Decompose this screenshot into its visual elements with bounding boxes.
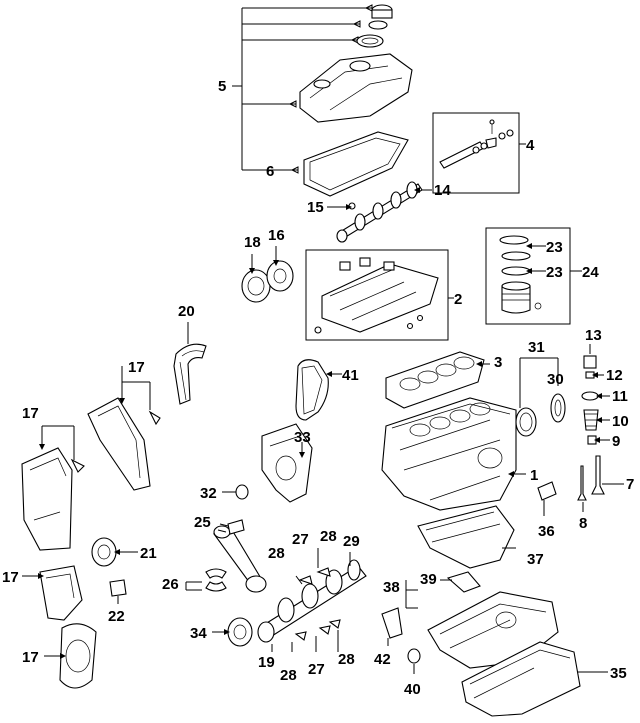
timing-cover-bottom: 17 xyxy=(22,623,97,689)
callout-17b: 17 xyxy=(22,405,39,422)
callout-7: 7 xyxy=(626,476,634,493)
timing-cover-middle: 17 xyxy=(21,405,85,551)
callout-41: 41 xyxy=(342,367,359,384)
callout-34: 34 xyxy=(190,625,207,642)
callout-25: 25 xyxy=(194,514,211,531)
rear-seal-group: 31 30 xyxy=(515,339,566,437)
piston-rings-box: 23 23 24 xyxy=(485,227,599,325)
callout-38: 38 xyxy=(383,579,400,596)
callout-20: 20 xyxy=(178,303,195,320)
tensioner-group: 21 22 xyxy=(91,537,157,625)
callout-29: 29 xyxy=(343,533,360,550)
callout-23a: 23 xyxy=(546,239,563,256)
callout-37: 37 xyxy=(527,551,544,568)
callout-28b: 28 xyxy=(320,528,337,545)
callout-32: 32 xyxy=(200,485,217,502)
callout-19: 19 xyxy=(258,654,275,671)
timing-cover-lower: 17 xyxy=(2,565,83,621)
callout-24: 24 xyxy=(582,264,599,281)
callout-5: 5 xyxy=(218,78,226,95)
connecting-rod-group: 25 26 xyxy=(162,514,267,593)
crankshaft-group: 28 27 28 29 19 28 27 28 xyxy=(257,528,367,684)
callout-28a: 28 xyxy=(268,545,285,562)
callout-36: 36 xyxy=(538,523,555,540)
callout-9: 9 xyxy=(612,433,620,450)
callout-14: 14 xyxy=(434,182,451,199)
callout-18: 18 xyxy=(244,234,261,251)
callout-28c: 28 xyxy=(280,667,297,684)
callout-27b: 27 xyxy=(308,661,325,678)
crank-pulley: 34 xyxy=(190,617,253,647)
callout-28d: 28 xyxy=(338,651,355,668)
callout-15: 15 xyxy=(307,199,324,216)
valve-train-group: 13 12 11 10 9 7 8 xyxy=(577,327,634,532)
callout-30: 30 xyxy=(547,371,564,388)
callout-17d: 17 xyxy=(22,649,39,666)
callout-2: 2 xyxy=(454,291,462,308)
callout-16: 16 xyxy=(268,227,285,244)
callout-35: 35 xyxy=(610,665,627,682)
engine-block: 1 xyxy=(381,397,538,511)
callout-42: 42 xyxy=(374,651,391,668)
callout-22: 22 xyxy=(108,608,125,625)
callout-40: 40 xyxy=(404,681,421,698)
camshaft-sprocket-group: 18 16 xyxy=(241,227,294,303)
injector-kit-box: 4 xyxy=(432,112,535,194)
callout-26: 26 xyxy=(162,576,179,593)
callout-23b: 23 xyxy=(546,264,563,281)
callout-31: 31 xyxy=(528,339,545,356)
camshaft-group: 14 15 xyxy=(307,181,451,243)
belt-41: 41 xyxy=(295,359,359,421)
callout-27a: 27 xyxy=(292,531,309,548)
callout-17c: 17 xyxy=(2,569,19,586)
callout-13: 13 xyxy=(585,327,602,344)
callout-8: 8 xyxy=(579,515,587,532)
callout-17a: 17 xyxy=(128,359,145,376)
callout-6: 6 xyxy=(266,163,274,180)
oil-pan-upper: 37 36 xyxy=(417,481,557,569)
head-gasket: 3 xyxy=(385,351,502,409)
callout-33: 33 xyxy=(294,429,311,446)
callout-1: 1 xyxy=(530,467,538,484)
callout-3: 3 xyxy=(494,354,502,371)
callout-11: 11 xyxy=(612,388,628,405)
oil-pump-group: 32 33 xyxy=(200,423,313,503)
callout-39: 39 xyxy=(420,571,437,588)
timing-cover-upper: 17 xyxy=(87,359,161,491)
callout-21: 21 xyxy=(140,545,157,562)
callout-10: 10 xyxy=(612,413,629,430)
callout-12: 12 xyxy=(606,367,623,384)
timing-belt-20: 20 xyxy=(173,303,207,405)
oil-pan: 35 xyxy=(461,641,627,717)
callout-4: 4 xyxy=(526,137,535,154)
cylinder-head-box: 2 xyxy=(305,249,462,341)
valve-cover-group: 5 6 xyxy=(218,4,413,197)
